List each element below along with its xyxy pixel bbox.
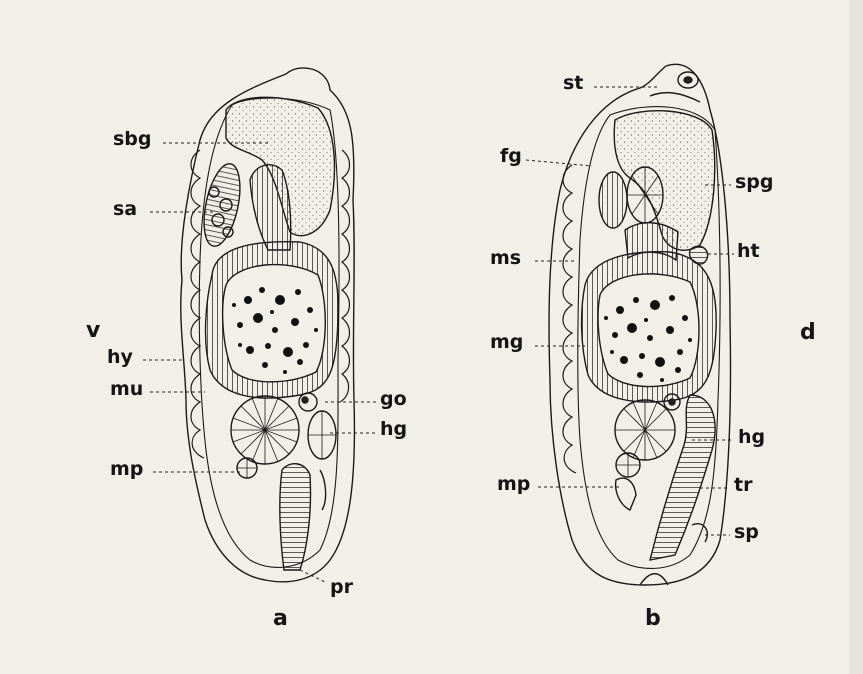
caption-b: b [645, 608, 661, 630]
section-b-drawing [549, 64, 731, 585]
label-hg-a: hg [380, 420, 407, 439]
label-mu: mu [110, 380, 143, 399]
label-hy: hy [107, 348, 133, 367]
label-go: go [380, 390, 407, 409]
label-mp-a: mp [110, 460, 143, 479]
label-ht: ht [737, 242, 760, 261]
label-sbg: sbg [113, 130, 152, 149]
label-ventral: v [86, 320, 100, 342]
label-sp: sp [734, 523, 759, 542]
label-pr: pr [330, 578, 353, 597]
label-mp-b: mp [497, 475, 530, 494]
caption-a: a [273, 608, 288, 630]
label-dorsal: d [800, 322, 816, 344]
label-ms: ms [490, 249, 521, 268]
label-st: st [563, 74, 583, 93]
label-fg: fg [500, 147, 522, 166]
label-spg: spg [735, 173, 774, 192]
label-sa: sa [113, 200, 137, 219]
label-hg-b: hg [738, 428, 765, 447]
label-tr: tr [734, 476, 752, 495]
section-a-drawing [181, 68, 355, 582]
label-mg: mg [490, 333, 523, 352]
